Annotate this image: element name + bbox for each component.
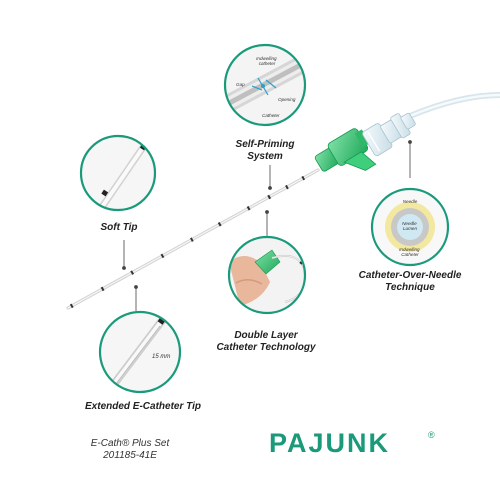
product-set-name: E-Cath® Plus Set bbox=[90, 438, 170, 449]
label-double-layer-line2: Catheter Technology bbox=[216, 342, 316, 353]
callout-indwelling-catheter: Indwelling catheter bbox=[256, 56, 278, 66]
self-priming-detail-circle: Indwelling catheter Gap Opening Catheter bbox=[223, 43, 307, 127]
label-self-priming-line2: System bbox=[247, 151, 283, 162]
label-catheter-over-needle-line2: Technique bbox=[385, 282, 435, 293]
label-extended-tip: Extended E-Catheter Tip bbox=[85, 401, 201, 412]
label-self-priming-system: Self-Priming System bbox=[215, 139, 315, 163]
catheter-hub bbox=[314, 92, 500, 172]
double-layer-detail-circle bbox=[227, 235, 307, 315]
callout-needle-lumen: Needle Lumen bbox=[402, 221, 418, 231]
main-catheter bbox=[66, 168, 320, 310]
label-double-layer-line1: Double Layer bbox=[234, 330, 298, 341]
label-catheter-over-needle-line1: Catheter-Over-Needle bbox=[358, 270, 462, 281]
catheter-depth-markers bbox=[69, 175, 306, 309]
callout-indwelling-catheter-cross: Indwelling Catheter bbox=[399, 247, 421, 257]
product-set-info: E-Cath® Plus Set 201185-41E bbox=[70, 438, 190, 462]
pajunk-logo: PAJUNK bbox=[269, 428, 391, 458]
callout-gap: Gap bbox=[236, 82, 245, 87]
product-article-number: 201185-41E bbox=[103, 450, 157, 461]
leader-lines bbox=[122, 140, 412, 311]
transparent-valve-body bbox=[362, 112, 416, 157]
callout-needle: Needle bbox=[403, 199, 418, 204]
callout-catheter: Catheter bbox=[262, 113, 280, 118]
pajunk-registered-mark: ® bbox=[428, 430, 435, 440]
label-double-layer: Double Layer Catheter Technology bbox=[206, 330, 326, 354]
callout-opening: Opening bbox=[278, 97, 296, 102]
cross-section-detail-circle: Needle Needle Lumen Indwelling Catheter bbox=[370, 187, 450, 267]
label-self-priming-line1: Self-Priming bbox=[235, 139, 295, 150]
green-luer-connector bbox=[314, 128, 377, 172]
label-soft-tip: Soft Tip bbox=[100, 222, 138, 233]
extended-tip-detail-circle: 15 mm bbox=[98, 310, 182, 394]
callout-length-15mm: 15 mm bbox=[152, 354, 170, 360]
soft-tip-detail-circle bbox=[79, 134, 157, 212]
label-catheter-over-needle: Catheter-Over-Needle Technique bbox=[350, 270, 470, 294]
